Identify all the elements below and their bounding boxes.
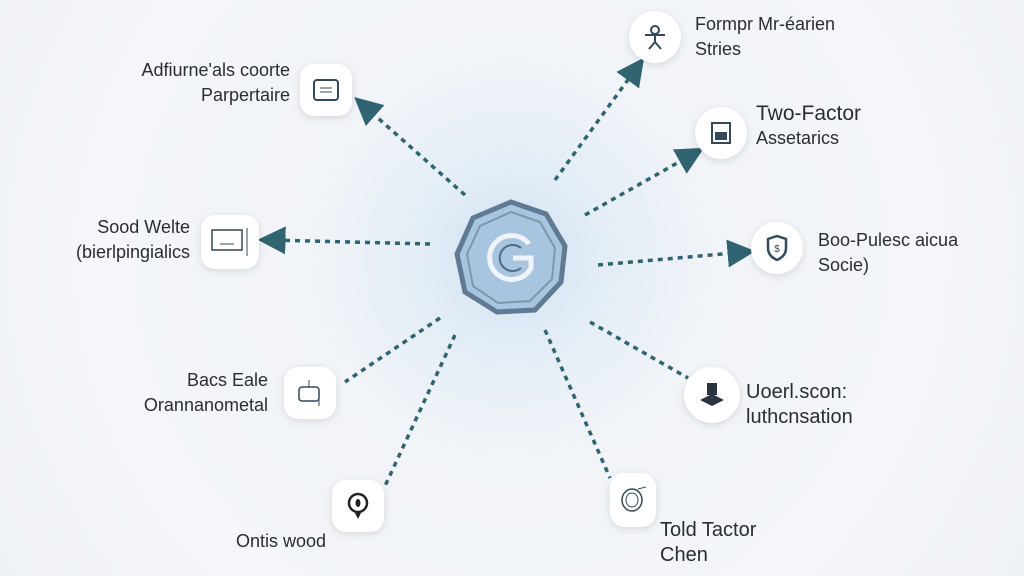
user-stack-icon: [700, 383, 724, 406]
link-n9: [543, 329, 612, 479]
label-line1: Adfiurne'als coorte: [141, 60, 290, 80]
document-frame-icon: [313, 79, 339, 101]
label-line2: Chen: [660, 544, 708, 566]
svg-text:$: $: [774, 244, 780, 255]
label-line1: Ontis wood: [236, 531, 327, 551]
label-line1: Sood Welte: [97, 217, 190, 237]
monitor-icon: [211, 228, 248, 256]
link-n8: [383, 334, 457, 487]
label-line2: (bierlpingialics: [75, 242, 190, 262]
label-n3: Two-Factor Assetarics: [756, 101, 861, 151]
label-line1: Uoerl.scon:: [746, 381, 848, 403]
node-n9[interactable]: [610, 473, 656, 527]
label-line2: Socie): [818, 255, 870, 275]
label-line2: Assetarics: [756, 128, 840, 148]
tablet-icon: [711, 122, 731, 144]
person-figure-icon: [645, 25, 665, 50]
link-n1: [354, 97, 467, 197]
link-n4: [597, 239, 756, 268]
link-n2: [553, 57, 645, 182]
node-n6[interactable]: [284, 367, 336, 419]
label-n2: Formpr Mr-éarien Stries: [695, 12, 835, 62]
label-line1: Two-Factor: [756, 102, 862, 125]
label-n8: Ontis wood: [236, 529, 326, 554]
label-n1: Adfiurne'als coorte Parpertaire: [141, 58, 290, 108]
link-n7: [589, 320, 689, 380]
fingerprint-hand-icon: [621, 486, 647, 512]
link-n5: [257, 226, 431, 255]
label-n7: Uoerl.scon: luthcnsation: [746, 380, 853, 430]
location-pin-icon: [347, 492, 369, 519]
node-n7[interactable]: [684, 367, 740, 423]
label-line1: Bacs Eale: [186, 370, 268, 390]
label-line1: Told Tactor: [660, 519, 757, 541]
link-n3: [584, 147, 705, 217]
label-n9: Told Tactor Chen: [660, 518, 756, 568]
central-hub[interactable]: [451, 198, 571, 318]
label-n4: Boo-Pulesc aicua Socie): [818, 228, 958, 278]
label-line2: Parpertaire: [200, 85, 290, 105]
monogram-g-shield-icon: [454, 199, 568, 315]
label-line1: Boo-Pulesc aicua: [818, 230, 959, 250]
node-n4[interactable]: $: [751, 222, 803, 274]
node-n2[interactable]: [629, 11, 681, 63]
label-line1: Formpr Mr-éarien: [695, 14, 836, 34]
label-n5: Sood Welte (bierlpingialics: [76, 215, 190, 265]
link-n6: [344, 316, 441, 384]
shield-icon: $: [766, 235, 788, 261]
node-n5[interactable]: [201, 215, 259, 269]
label-n6: Bacs Eale Orannanometal: [144, 368, 268, 418]
label-line2: Stries: [695, 39, 742, 59]
label-line2: luthcnsation: [746, 406, 853, 428]
node-n3[interactable]: [695, 107, 747, 159]
node-n1[interactable]: [300, 64, 352, 116]
node-n8[interactable]: [332, 480, 384, 532]
label-line2: Orannanometal: [143, 395, 268, 415]
mailbox-icon: [298, 380, 320, 406]
